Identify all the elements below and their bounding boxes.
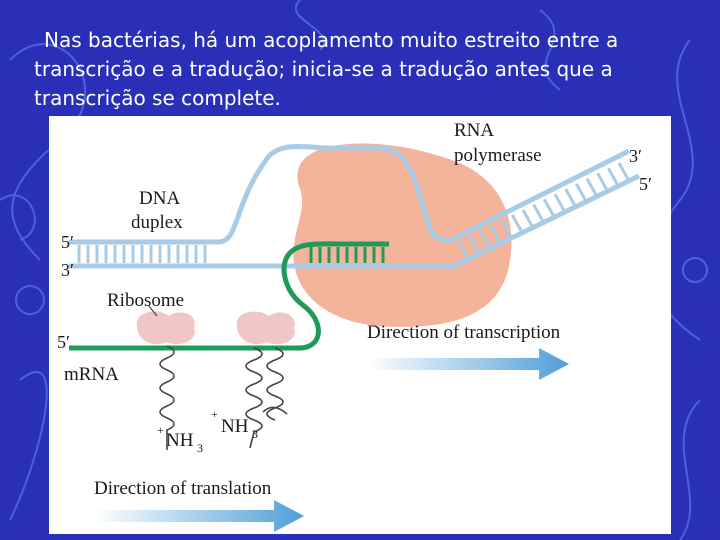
- left-5prime-label: 5′: [61, 232, 74, 252]
- nh3-left-subscript: 3: [197, 441, 203, 455]
- polypeptide-coil-left: [159, 345, 175, 450]
- dna-duplex-label: DNA: [139, 188, 180, 209]
- caption-line-1: Nas bactérias, há um acoplamento muito e…: [44, 28, 619, 52]
- left-3prime-label: 3′: [61, 260, 74, 280]
- ribosome-label: Ribosome: [107, 290, 184, 311]
- caption-line-2: transcrição e a tradução; inicia-se a tr…: [34, 57, 613, 81]
- direction-of-transcription-label: Direction of transcription: [367, 322, 561, 343]
- rna-polymerase-label-2: polymerase: [454, 145, 542, 166]
- dna-base-pairs-left: [77, 245, 207, 263]
- ribosome-label-pointer: [148, 305, 158, 317]
- nh3-right-charge: +: [211, 407, 218, 421]
- nh3-left-charge: +: [157, 423, 164, 437]
- base-pair-tick: [521, 209, 535, 229]
- right-5prime-label: 5′: [639, 174, 652, 194]
- dna-duplex-label-2: duplex: [131, 212, 183, 233]
- base-pair-tick: [500, 219, 513, 239]
- base-pair-tick: [585, 177, 599, 198]
- nh3-right-label: NH: [221, 416, 249, 437]
- base-pair-tick: [468, 235, 481, 255]
- polypeptide-coil-right: [245, 347, 288, 449]
- slide-caption: Nas bactérias, há um acoplamento muito e…: [34, 26, 694, 113]
- base-pair-tick: [617, 162, 631, 182]
- base-pair-tick: [532, 203, 545, 224]
- base-pair-tick: [511, 214, 524, 234]
- base-pair-tick: [564, 188, 577, 208]
- mrna-label: mRNA: [64, 364, 119, 385]
- right-3prime-label: 3′: [629, 146, 642, 166]
- ribosome-right: [236, 311, 295, 345]
- nh3-right-subscript: 3: [252, 427, 258, 441]
- dna-coding-strand: [69, 143, 631, 245]
- base-pair-tick: [543, 198, 556, 219]
- mrna-rna-dna-hybrid-ticks: [309, 247, 385, 263]
- base-pair-tick: [479, 229, 492, 250]
- base-pair-tick: [489, 224, 503, 245]
- base-pair-tick: [457, 240, 471, 260]
- rna-polymerase-shape: [293, 143, 512, 327]
- dna-template-strand: [69, 173, 641, 269]
- rna-polymerase-label: RNA: [454, 120, 494, 141]
- direction-of-translation-label: Direction of translation: [94, 478, 272, 499]
- base-pair-tick: [596, 172, 609, 193]
- transcription-direction-arrow: [367, 348, 569, 380]
- transcription-translation-diagram: RNA polymerase DNA duplex 5′ 3′ 3′ 5′ Ri…: [49, 116, 671, 534]
- ribosome-left: [136, 311, 195, 345]
- translation-direction-arrow: [94, 500, 304, 532]
- mrna-strand: [69, 241, 389, 351]
- nh3-left-label: NH: [166, 430, 194, 451]
- base-pair-tick: [575, 183, 588, 203]
- base-pair-tick: [607, 167, 620, 187]
- dna-base-pairs-right: [457, 162, 631, 260]
- mrna-5prime-label: 5′: [57, 332, 70, 352]
- caption-line-3: transcrição se complete.: [34, 86, 281, 110]
- base-pair-tick: [553, 193, 567, 213]
